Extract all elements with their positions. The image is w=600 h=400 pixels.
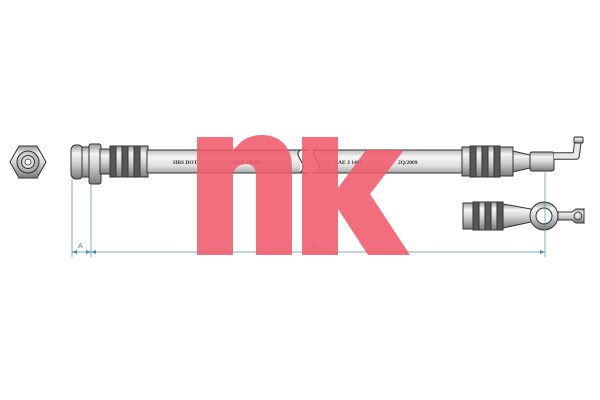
- right-hose-fitting: [461, 145, 555, 178]
- hose-print-4: 2Q/2009: [398, 160, 418, 166]
- left-hose-fitting: [70, 143, 149, 185]
- hose-print-1: HBS DOT: [173, 160, 198, 166]
- hose-print-3: SAE J 1401: [335, 160, 362, 166]
- bent-pipe-end-icon: [554, 136, 584, 160]
- hex-fitting-end-view-icon: [9, 145, 47, 179]
- banjo-fitting-icon: [462, 201, 585, 231]
- nk-logo: [197, 135, 410, 255]
- dimension-a-label: A: [78, 243, 83, 250]
